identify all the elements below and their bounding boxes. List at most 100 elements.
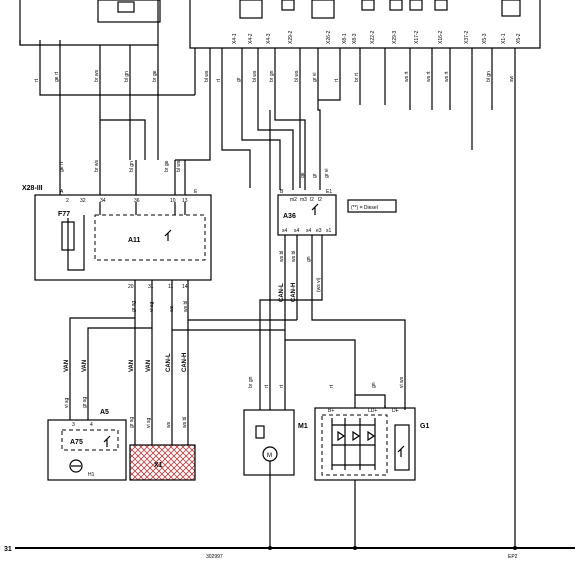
conn-label: X37-2 — [464, 30, 470, 44]
conn-label: X1-1 — [501, 33, 507, 44]
bus-wires: VAN VAN VAN VAN CAN-L CAN-H — [64, 280, 297, 445]
conn-label: X8-1 — [342, 33, 348, 44]
a75-label: A75 — [70, 439, 83, 446]
a5-pin: 3 — [72, 422, 75, 428]
wire-color: ws bl — [183, 301, 189, 312]
wire-color: br gn — [248, 376, 254, 388]
conn-label: X16-2 — [438, 30, 444, 44]
a36-pin: m3 — [300, 197, 307, 203]
wire-color: gr sg — [82, 397, 88, 408]
x28-bpin: 31 — [148, 284, 154, 290]
wire-color: bl gn — [129, 161, 135, 172]
wire-color: ws bl — [279, 251, 285, 262]
a36-pin: E1 — [326, 189, 332, 195]
x28-feed-wires — [59, 160, 186, 195]
x28-module: X28-III A 2 32 34 36 10 13 E F77 A11 20 … — [22, 185, 212, 290]
a36-bpin: s1 — [326, 228, 332, 234]
conn-label: X22-2 — [370, 30, 376, 44]
wire-color: bl ws — [204, 70, 210, 82]
m1-label: M1 — [298, 423, 308, 430]
top-connector-left — [19, 0, 161, 46]
x28-pin: 13 — [182, 198, 188, 204]
wire-color: br ws — [94, 160, 100, 172]
diesel-note: (**) = Diesel — [351, 205, 378, 211]
wire-color: gr vi — [324, 169, 330, 178]
wire-color: rt — [329, 384, 335, 388]
x1-block: X1 — [129, 444, 196, 481]
wire-color: ws rt — [426, 71, 432, 82]
wire-color: (ws vi) — [316, 277, 322, 292]
top-connector-right — [189, 0, 541, 49]
top-wire-colors: rt ge rt br ws bl gn br ge bl ws rt gr b… — [34, 70, 515, 82]
wire-color: rt — [279, 384, 285, 388]
a36-bottom-wires: ws bl ws bl gn (ws vi) CAN-L CAN-H — [259, 235, 406, 410]
a36-bpin: e3 — [316, 228, 322, 234]
x28-pin: A — [60, 189, 64, 195]
wire-color: bl gn — [486, 71, 492, 82]
conn-label: X29-3 — [392, 30, 398, 44]
connector-labels: X4-1 X4-2 X4-3 X29-2 X26-2 X8-1 X8-3 X22… — [232, 30, 522, 44]
wire-color: ws bl — [291, 251, 297, 262]
wire-color: gr — [312, 173, 318, 178]
wire-color: ge rt — [54, 71, 60, 82]
conn-label: X29-2 — [288, 30, 294, 44]
wire-color: vi sg — [146, 418, 152, 429]
x28-pin: 10 — [170, 198, 176, 204]
wire-color: gr sg — [129, 417, 135, 428]
a36-pin: B — [280, 189, 284, 195]
conn-label: X4-1 — [232, 33, 238, 44]
x28-pin: 36 — [134, 198, 140, 204]
conn-label: X4-3 — [266, 33, 272, 44]
wire-color: rt — [216, 78, 222, 82]
a5-label: A5 — [100, 409, 109, 416]
transistor-icon — [311, 203, 319, 215]
wire-color: ws bl — [182, 417, 188, 428]
wire-color: ge rt — [59, 161, 65, 172]
wire-color: br gn — [269, 70, 275, 82]
g1-pin: LD+ — [368, 408, 377, 414]
wire-color: br ws — [94, 70, 100, 82]
conn-label: X4-2 — [248, 33, 254, 44]
diode-bridge — [331, 418, 376, 470]
van-label: VAN — [146, 360, 152, 372]
a5-pin: 4 — [90, 422, 93, 428]
conn-label: X5-3 — [482, 33, 488, 44]
a36-bpin: s4 — [294, 228, 300, 234]
a36-pin: m2 — [290, 197, 297, 203]
transistor-icon — [103, 435, 111, 447]
wire-color: gn — [371, 382, 377, 388]
wire-color: ws rt — [444, 71, 450, 82]
g1-label: G1 — [420, 423, 429, 430]
g1-module: B+ LD+ DF G1 — [285, 339, 429, 548]
transistor-icon — [397, 445, 405, 457]
wire-color: gr — [236, 77, 242, 82]
ground-ref: 302997 — [206, 554, 223, 560]
conn-label: X26-2 — [326, 30, 332, 44]
conn-label: X8-3 — [352, 33, 358, 44]
wire-color: br rt — [354, 73, 360, 83]
x28-pin: 34 — [100, 198, 106, 204]
wire-color: vi sg — [64, 398, 70, 409]
wire-color: bl ws — [252, 70, 258, 82]
diesel-legend: (**) = Diesel — [347, 199, 397, 213]
a36-bpin: s4 — [282, 228, 288, 234]
conn-label: X5-2 — [516, 33, 522, 44]
ground-point: EP2 — [508, 554, 518, 560]
can-l-label: CAN-L — [279, 283, 285, 302]
a36-label: A36 — [283, 213, 296, 220]
mid-wire-colors: ge rt br ws bl gn br ge bl ws ge gr gr v… — [59, 160, 330, 178]
ground-label: 31 — [4, 546, 12, 553]
can-h-label: CAN-H — [182, 353, 188, 372]
x28-pin: E — [194, 189, 198, 195]
a36-pin: l2 — [318, 197, 322, 203]
x28-pin: 32 — [80, 198, 86, 204]
h1-label: H1 — [88, 472, 95, 478]
a36-module: B m2 m3 l2 l2 E1 A36 s4 s4 s4 e3 s1 — [277, 189, 337, 236]
svg-text:M: M — [267, 453, 272, 459]
van-label: VAN — [82, 360, 88, 372]
wire-color: gr vi — [312, 73, 318, 82]
can-l-label: CAN-L — [166, 353, 172, 372]
lower-wire-colors: vi sg gr sg vi sg gr sg ws ws bl br gn r… — [64, 376, 405, 428]
wire-color: ws rt — [404, 71, 410, 82]
